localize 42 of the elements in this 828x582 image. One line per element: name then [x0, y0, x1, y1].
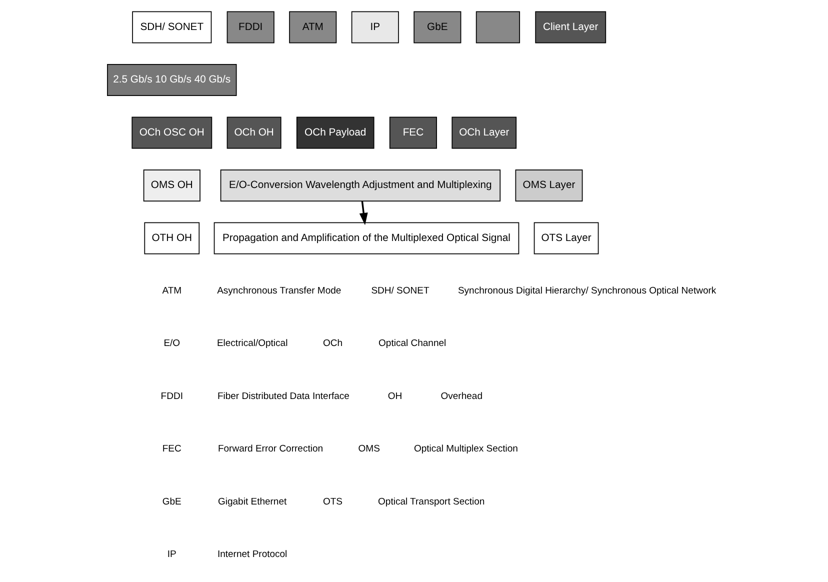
label: Forward Error Correction	[217, 444, 323, 455]
label: Internet Protocol	[216, 549, 287, 560]
label: Gigabit Ethernet	[218, 496, 286, 508]
node-box: OMS OH	[142, 169, 200, 202]
label: Asynchronous Transfer Mode	[216, 285, 341, 296]
label: OCh	[322, 338, 342, 350]
node-box: E/O-Conversion Wavelength Adjustment and Multiplexing	[220, 169, 500, 202]
node-box: ATM	[288, 11, 336, 44]
node-box: OTS Layer	[533, 222, 598, 254]
label: Electrical/Optical	[216, 338, 288, 350]
node-box: Propagation and Amplification of the Multiplexed Optical Signal	[213, 222, 519, 254]
node-box: FEC	[388, 116, 436, 149]
node-box: OCh OH	[226, 116, 281, 149]
label: Optical Channel	[378, 338, 446, 350]
label: Optical Transport Section	[378, 496, 484, 508]
node-box: 2.5 Gb/s 10 Gb/s 40 Gb/s	[106, 64, 236, 96]
label: OMS	[358, 444, 380, 455]
node-box: OTH OH	[144, 222, 200, 254]
label: FDDI	[160, 390, 182, 402]
label: E/O	[163, 338, 180, 350]
label: SDH/ SONET	[370, 285, 429, 296]
node-box: IP	[350, 11, 398, 44]
label: IP	[166, 549, 176, 560]
label: Fiber Distributed Data Interface	[216, 390, 349, 402]
node-box: OMS Layer	[514, 169, 582, 202]
node-box: SDH/ SONET	[132, 11, 212, 44]
node-box: OCh Payload	[296, 116, 374, 149]
node-box: GbE	[413, 11, 461, 44]
node-box: OCh OSC OH	[131, 116, 212, 149]
label: Overhead	[440, 390, 482, 402]
node-box: OCh Layer	[451, 116, 516, 149]
label: GbE	[162, 496, 181, 508]
label: Optical Multiplex Section	[413, 444, 518, 455]
node-box	[475, 11, 520, 44]
label: Synchronous Digital Hierarchy/ Synchronous Optical Network	[457, 285, 716, 296]
label: OTS	[322, 496, 342, 508]
node-box: Client Layer	[534, 11, 606, 44]
node-box: FDDI	[226, 11, 274, 44]
label: ATM	[162, 285, 182, 296]
label: FEC	[162, 444, 181, 455]
label: OH	[387, 390, 402, 402]
arrow	[358, 201, 368, 226]
